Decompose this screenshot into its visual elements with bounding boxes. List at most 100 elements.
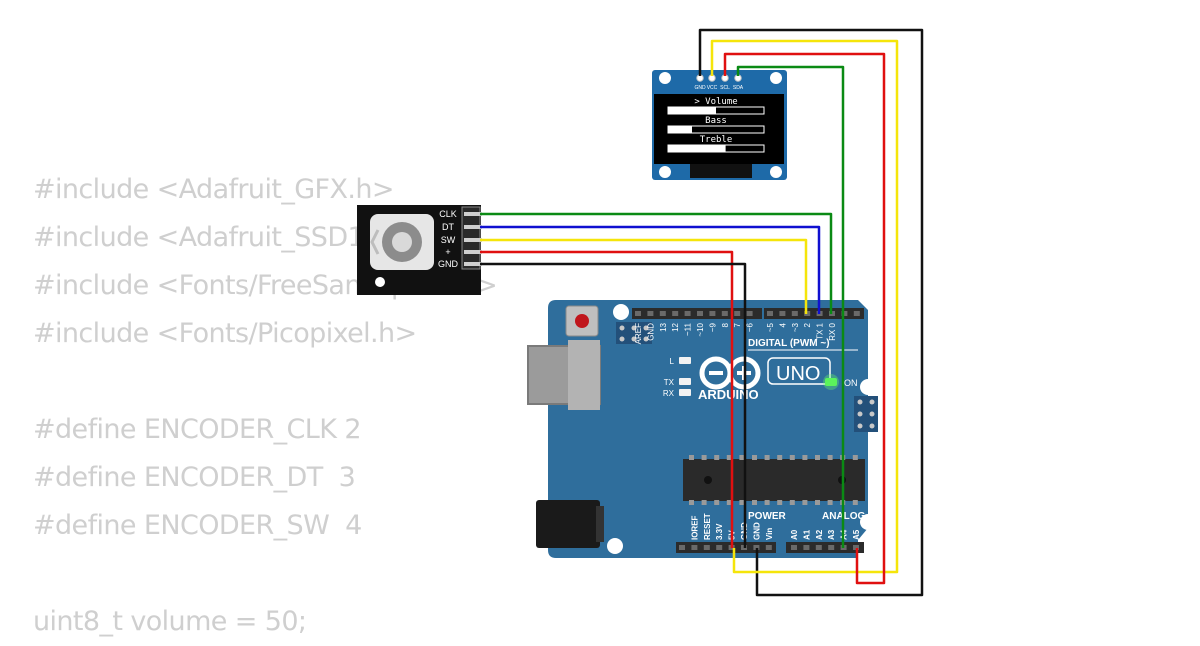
wire-oled-sda[interactable] (736, 65, 845, 548)
encoder-pin[interactable] (464, 262, 482, 266)
encoder-pin[interactable] (464, 212, 482, 216)
chip-leg (789, 500, 795, 505)
header-hole[interactable] (703, 545, 710, 550)
header-hole[interactable] (716, 545, 723, 550)
digital-pin-label: 2 (803, 322, 812, 327)
digital-pin-label: ~5 (766, 322, 775, 332)
wire-encoder-gnd[interactable] (480, 262, 747, 548)
header-hole[interactable] (679, 545, 685, 550)
bottom-header-holes (679, 545, 859, 550)
header-hole[interactable] (767, 311, 773, 316)
header-hole[interactable] (746, 311, 753, 316)
chip-leg (714, 455, 720, 460)
oled-hole (659, 72, 671, 84)
oled-menu-label: Treble (700, 135, 733, 145)
chip-leg (726, 500, 732, 505)
encoder-pin[interactable] (464, 225, 482, 229)
digital-pin-label: ~11 (684, 322, 693, 336)
header-hole[interactable] (815, 545, 822, 550)
digital-header-right (764, 308, 864, 319)
icsp-header-top (616, 322, 652, 344)
header-hole[interactable] (691, 545, 698, 550)
header-hole[interactable] (841, 311, 848, 316)
power-led (825, 378, 837, 386)
wire-oled-vcc[interactable] (710, 39, 899, 574)
header-hole[interactable] (635, 311, 641, 316)
header-hole[interactable] (697, 311, 703, 316)
header-hole[interactable] (672, 311, 679, 316)
wire-encoder-vcc[interactable] (480, 250, 734, 548)
header-hole[interactable] (853, 545, 859, 550)
chip-leg (752, 455, 757, 460)
header-hole[interactable] (791, 311, 798, 316)
chip-leg (689, 500, 694, 505)
led-l-label: L (670, 357, 675, 366)
header-hole[interactable] (721, 311, 728, 316)
icsp-header-right (854, 396, 878, 432)
header-hole[interactable] (791, 545, 797, 550)
header-hole[interactable] (734, 311, 741, 316)
wire-encoder-dt[interactable] (480, 225, 821, 314)
oled-pin-label: GND (694, 85, 706, 91)
encoder-pin[interactable] (464, 238, 482, 242)
oled-level-fill (668, 107, 716, 114)
wire-encoder-sw[interactable] (480, 238, 808, 314)
chip-leg (789, 455, 795, 460)
wire-oled-scl[interactable] (723, 52, 886, 585)
oled-pin-label: SDA (733, 85, 744, 91)
analog-pin-label: A2 (815, 529, 824, 540)
code-line: #include <Fonts/Picopixel.h> (33, 318, 417, 349)
digital-pin-label: ~9 (708, 322, 717, 332)
digital-pin-label: 12 (671, 322, 680, 331)
header-hole[interactable] (853, 311, 860, 316)
chip-leg (815, 455, 820, 460)
reset-button-cap[interactable] (575, 314, 589, 328)
encoder-pin[interactable] (464, 250, 482, 254)
mounting-hole (860, 379, 876, 395)
oled-menu-label: > Volume (694, 97, 737, 107)
digital-pin-label: ~3 (791, 322, 800, 332)
wire-encoder-clk[interactable] (480, 212, 833, 314)
wire-oled-gnd[interactable] (698, 28, 924, 597)
digital-pin-label: ~10 (696, 322, 705, 336)
oled-hole (770, 166, 782, 178)
chip-leg (752, 500, 757, 505)
header-hole[interactable] (779, 311, 786, 316)
code-line: #define ENCODER_SW 4 (33, 510, 362, 541)
led-tx (679, 378, 691, 385)
header-hole[interactable] (684, 311, 691, 316)
chip-leg (689, 455, 694, 460)
oled-pin-label: VCC (707, 85, 718, 91)
header-hole[interactable] (647, 311, 654, 316)
header-hole[interactable] (828, 545, 835, 550)
arduino-brand: ARDUINO (698, 387, 759, 402)
usb-connector-shell (568, 340, 600, 410)
header-hole[interactable] (659, 311, 666, 316)
oled-hole (659, 166, 671, 178)
power-pin-label: Vin (765, 528, 774, 540)
header-hole[interactable] (753, 545, 760, 550)
encoder-pin-label: SW (441, 235, 456, 245)
oled-pin-holes (696, 74, 742, 82)
oled-menu-label: Bass (705, 116, 727, 126)
encoder-pin-label: CLK (439, 209, 457, 219)
uno-label: UNO (776, 363, 820, 385)
code-line: #define ENCODER_CLK 2 (33, 414, 362, 445)
header-hole[interactable] (765, 545, 772, 550)
encoder-shaft (392, 232, 412, 252)
header-hole[interactable] (803, 545, 810, 550)
chip-leg (739, 500, 745, 505)
digital-pin-label: 8 (721, 322, 730, 327)
mounting-hole (607, 538, 623, 554)
digital-pin-label: GND (646, 323, 655, 341)
chip-leg (701, 455, 707, 460)
header-hole[interactable] (709, 311, 716, 316)
